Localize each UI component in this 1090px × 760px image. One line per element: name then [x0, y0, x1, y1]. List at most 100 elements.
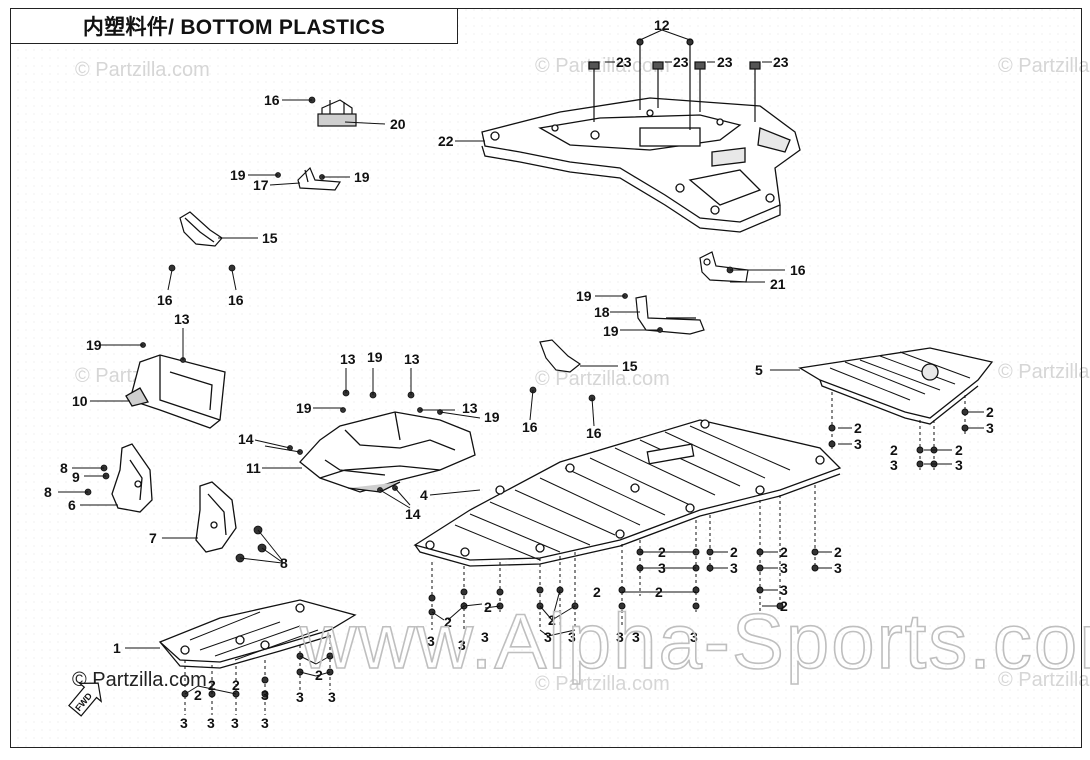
callout-20: 20 [390, 116, 406, 132]
callout-3: 3 [834, 560, 842, 576]
callout-3: 3 [261, 687, 269, 703]
callout-19: 19 [367, 349, 383, 365]
watermark-text: © Partzilla.com [998, 361, 1090, 383]
callout-3: 3 [296, 689, 304, 705]
callout-19: 19 [296, 400, 312, 416]
watermark-big: www.Alpha-Sports.com [299, 597, 1090, 685]
part-tray-11 [299, 411, 476, 493]
callout-3: 3 [328, 689, 336, 705]
callout-14: 14 [405, 506, 421, 522]
callout-3: 3 [854, 436, 862, 452]
diagram-frame [10, 8, 1082, 748]
callout-2: 2 [890, 442, 898, 458]
part-bracket-21 [699, 251, 749, 283]
callout-2: 2 [834, 544, 842, 560]
callout-19: 19 [354, 169, 370, 185]
part-skid-plate-1 [158, 599, 357, 669]
callout-18: 18 [594, 304, 610, 320]
callout-2: 2 [208, 677, 216, 693]
callout-2: 2 [854, 420, 862, 436]
callout-2: 2 [484, 599, 492, 615]
part-bracket-18 [635, 295, 705, 335]
callout-19: 19 [603, 323, 619, 339]
callout-3: 3 [730, 560, 738, 576]
callout-16: 16 [586, 425, 602, 441]
callout-19: 19 [86, 337, 102, 353]
callout-15: 15 [622, 358, 638, 374]
watermark-text: © Partzilla.com [535, 368, 670, 390]
callout-23: 23 [673, 54, 689, 70]
callout-11: 11 [246, 460, 261, 476]
callout-3: 3 [890, 457, 898, 473]
part-skid-plate-5 [798, 347, 994, 425]
callout-2: 2 [780, 544, 788, 560]
callout-8: 8 [280, 555, 288, 571]
callout-3: 3 [544, 629, 552, 645]
callout-21: 21 [770, 276, 786, 292]
watermark-text: © Partzilla.com [998, 55, 1090, 77]
callout-3: 3 [261, 715, 269, 731]
small-hardware [84, 96, 734, 563]
callout-7: 7 [149, 530, 157, 546]
callout-3: 3 [780, 560, 788, 576]
title-box: 内塑料件/ BOTTOM PLASTICS [10, 8, 458, 44]
fwd-arrow: FWD [68, 682, 103, 717]
callout-6: 6 [68, 497, 76, 513]
callout-8: 8 [60, 460, 68, 476]
callout-15: 15 [262, 230, 278, 246]
callout-16: 16 [790, 262, 806, 278]
callout-10: 10 [72, 393, 88, 409]
callout-2: 2 [194, 687, 202, 703]
watermark-group: © Partzilla.com © Partzilla.com © Partzi… [75, 55, 1090, 695]
callout-16: 16 [264, 92, 280, 108]
callout-23: 23 [616, 54, 632, 70]
callout-23: 23 [717, 54, 733, 70]
callout-16: 16 [522, 419, 538, 435]
callout-3: 3 [632, 629, 640, 645]
callout-3: 3 [955, 457, 963, 473]
callout-2: 2 [655, 584, 663, 600]
callout-16: 16 [157, 292, 173, 308]
callout-3: 3 [231, 715, 239, 731]
watermark-text: © Partzilla.com [535, 55, 670, 77]
part-bracket-7 [195, 481, 237, 553]
watermark-text: © Partzilla.com [535, 673, 670, 695]
callout-9: 9 [72, 469, 80, 485]
part-guard-10 [125, 354, 226, 429]
callout-3: 3 [481, 629, 489, 645]
callout-2: 2 [593, 584, 601, 600]
page-title: 内塑料件/ BOTTOM PLASTICS [82, 16, 386, 39]
callout-2: 2 [548, 612, 556, 628]
part-cover-15 [179, 211, 223, 247]
callout-19: 19 [230, 167, 246, 183]
callout-3: 3 [780, 582, 788, 598]
callout-labels: 12 23 23 23 23 22 16 20 19 19 17 15 16 1… [44, 17, 994, 731]
callout-2: 2 [730, 544, 738, 560]
callout-19: 19 [484, 409, 500, 425]
callout-13: 13 [340, 351, 356, 367]
callout-2: 2 [780, 598, 788, 614]
part-cover-15b [539, 339, 582, 373]
part-rear-plate [481, 97, 801, 233]
callout-2: 2 [232, 677, 240, 693]
callout-3: 3 [616, 629, 624, 645]
callout-23: 23 [773, 54, 789, 70]
callout-17: 17 [253, 177, 269, 193]
callout-2: 2 [658, 544, 666, 560]
callout-2: 2 [955, 442, 963, 458]
callout-3: 3 [690, 629, 698, 645]
callout-19: 19 [576, 288, 592, 304]
part-bracket-17 [297, 166, 342, 191]
callout-13: 13 [462, 400, 478, 416]
callout-1: 1 [113, 640, 121, 656]
callout-3: 3 [427, 633, 435, 649]
callout-3: 3 [180, 715, 188, 731]
callout-3: 3 [458, 637, 466, 653]
callout-14: 14 [238, 431, 254, 447]
watermark-text: © Partzilla.com [75, 59, 210, 81]
bolt-group-23 [588, 38, 761, 130]
callout-2: 2 [444, 614, 452, 630]
leader-lines [58, 29, 984, 695]
